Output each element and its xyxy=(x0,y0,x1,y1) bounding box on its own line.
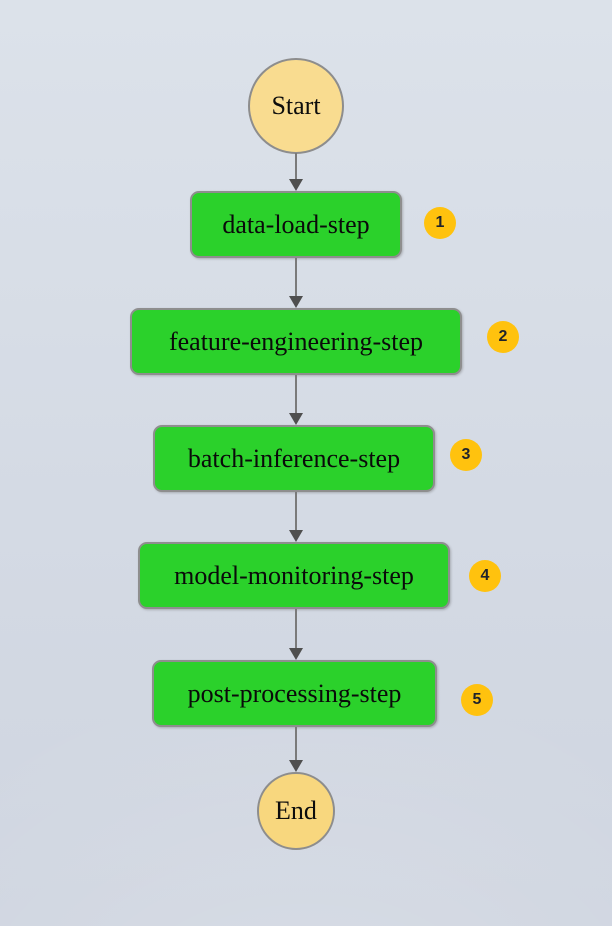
arrow-line xyxy=(295,609,297,651)
step-label: model-monitoring-step xyxy=(174,560,414,590)
step-label: feature-engineering-step xyxy=(168,326,424,356)
arrow-head-icon xyxy=(289,296,303,308)
end-node[interactable]: End xyxy=(257,772,335,850)
step-node-post-processing-step[interactable]: post-processing-step xyxy=(152,660,437,727)
step-node-data-load-step[interactable]: data-load-step xyxy=(190,191,402,258)
start-node[interactable]: Start xyxy=(248,58,344,154)
arrow-step3-to-step4 xyxy=(289,492,303,542)
arrow-step2-to-step3 xyxy=(289,375,303,425)
arrow-step5-to-end xyxy=(289,727,303,772)
step-label: data-load-step xyxy=(222,209,370,239)
badge-number: 3 xyxy=(461,446,471,463)
step-order-badge-1: 1 xyxy=(424,207,456,239)
arrow-line xyxy=(295,727,297,763)
badge-number: 1 xyxy=(435,214,445,231)
arrow-head-icon xyxy=(289,179,303,191)
step-label: batch-inference-step xyxy=(187,443,401,473)
step-order-badge-3: 3 xyxy=(450,439,482,471)
arrow-step1-to-step2 xyxy=(289,258,303,308)
arrow-line xyxy=(295,375,297,416)
step-node-model-monitoring-step[interactable]: model-monitoring-step xyxy=(138,542,450,609)
step-node-feature-engineering-step[interactable]: feature-engineering-step xyxy=(130,308,462,375)
step-order-badge-2: 2 xyxy=(487,321,519,353)
step-label: post-processing-step xyxy=(187,678,402,708)
start-node-label: Start xyxy=(271,91,321,120)
arrow-head-icon xyxy=(289,413,303,425)
step-node-batch-inference-step[interactable]: batch-inference-step xyxy=(153,425,435,492)
badge-number: 5 xyxy=(472,691,482,708)
arrow-line xyxy=(295,492,297,533)
arrow-head-icon xyxy=(289,648,303,660)
badge-number: 2 xyxy=(498,328,508,345)
step-order-badge-4: 4 xyxy=(469,560,501,592)
arrow-step4-to-step5 xyxy=(289,609,303,660)
arrow-head-icon xyxy=(289,760,303,772)
arrow-head-icon xyxy=(289,530,303,542)
arrow-line xyxy=(295,258,297,299)
end-node-label: End xyxy=(275,796,317,825)
badge-number: 4 xyxy=(480,567,490,584)
step-order-badge-5: 5 xyxy=(461,684,493,716)
arrow-start-to-step1 xyxy=(289,153,303,191)
arrow-line xyxy=(295,153,297,182)
